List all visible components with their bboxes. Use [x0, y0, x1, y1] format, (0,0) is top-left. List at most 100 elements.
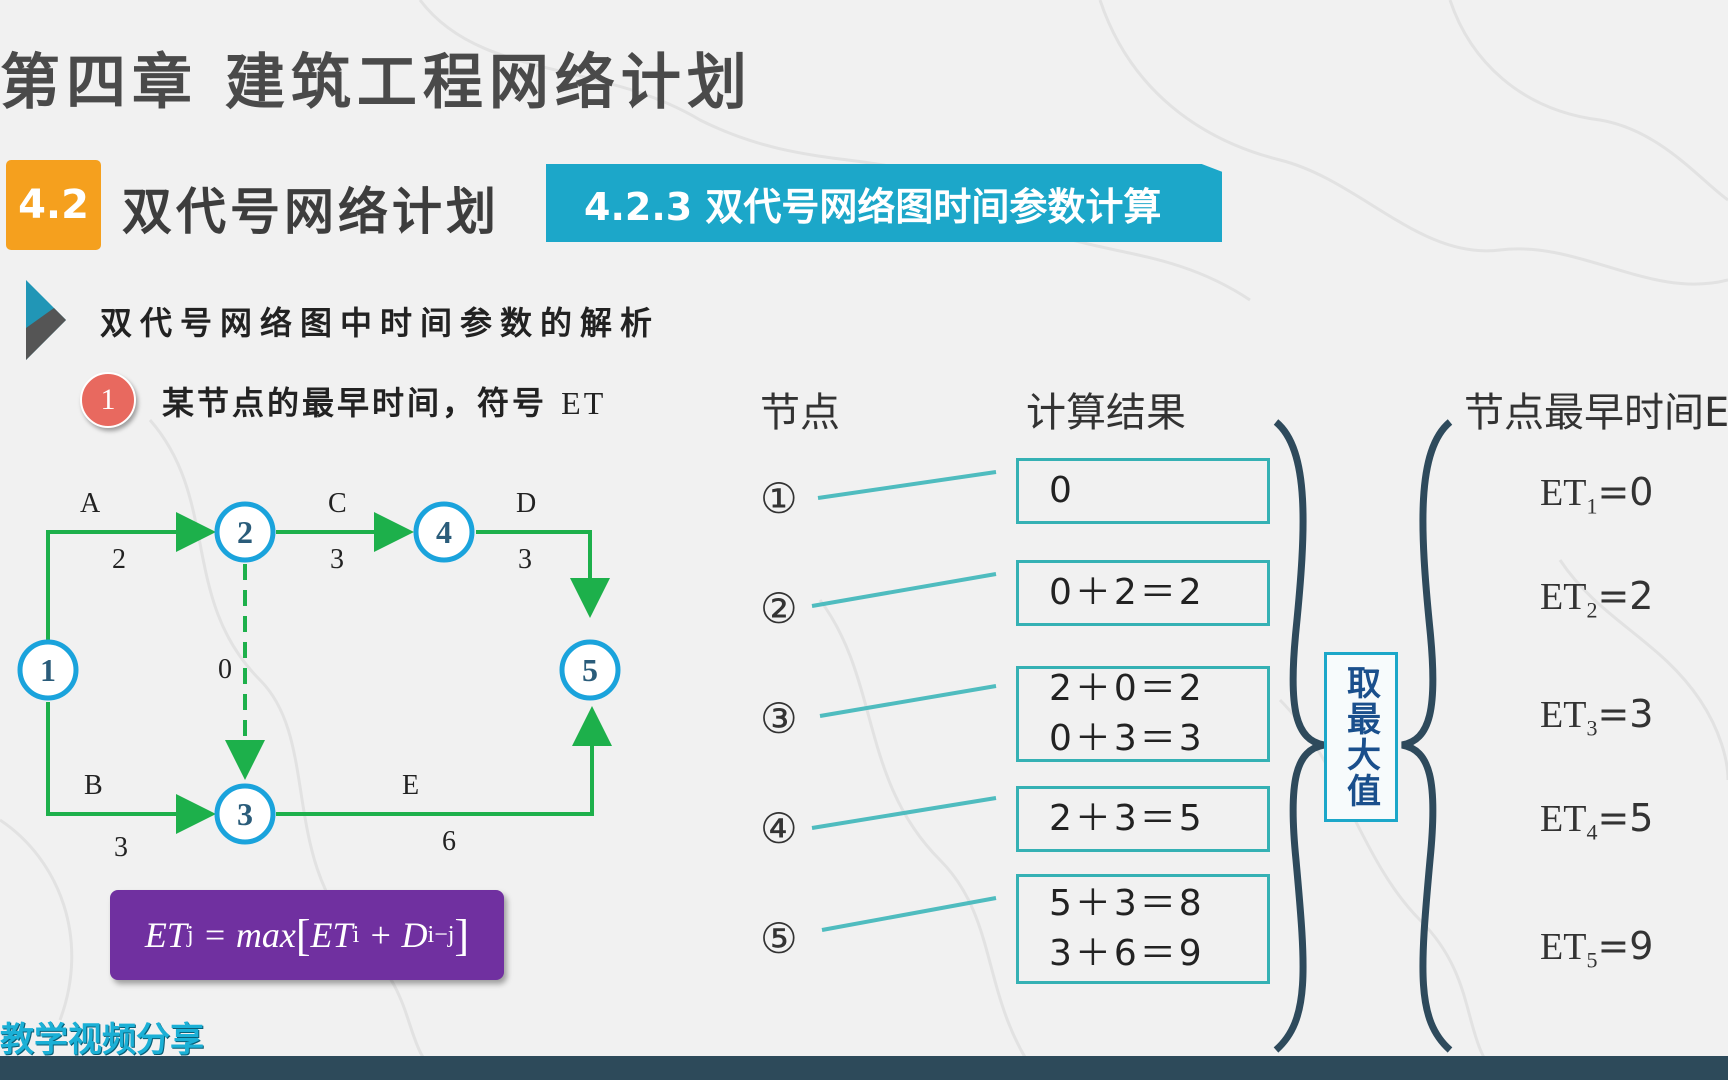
et-sub: 3 — [1586, 715, 1598, 741]
definition-text: 某节点的最早时间，符号 ET — [162, 378, 606, 424]
formula-rhs-sub: i — [352, 921, 360, 948]
formula-d-sub: i−j — [427, 921, 455, 948]
row-node-4: ④ — [760, 804, 798, 853]
arrow-duration-D: 3 — [518, 544, 532, 575]
et-equals: = — [1597, 470, 1630, 514]
arrow-E — [276, 706, 612, 816]
node-1 — [17, 639, 79, 701]
item-number-badge: 1 — [80, 372, 136, 428]
section-number-badge: 4.2 — [6, 160, 101, 250]
node-5 — [559, 639, 621, 701]
node-1-label: 1 — [40, 652, 56, 688]
node-5-label: 5 — [582, 652, 598, 688]
et-value-3: ET3=3 — [1540, 692, 1653, 742]
connector-line-2 — [811, 572, 997, 608]
et-equals: = — [1597, 924, 1630, 968]
header-et: 节点最早时间E — [1464, 390, 1728, 436]
et-number: 0 — [1629, 470, 1654, 514]
node-4-label: 4 — [436, 514, 452, 550]
arrow-label-B: B — [84, 770, 103, 801]
row-node-3: ③ — [760, 694, 798, 743]
result-line: 0＋3＝3 — [1049, 718, 1205, 759]
section-title: 双代号网络计划 — [122, 183, 500, 241]
formula-bracket-open: [ — [295, 910, 311, 960]
arrow-duration-A: 2 — [112, 544, 126, 575]
connector-line-3 — [819, 684, 997, 718]
result-box-2: 0＋2＝2 — [1016, 560, 1270, 626]
row-node-1: ① — [760, 474, 798, 523]
et-value-2: ET2=2 — [1540, 574, 1653, 624]
node-2 — [214, 501, 276, 563]
node-3 — [214, 783, 276, 845]
arrow-duration-C: 3 — [330, 544, 344, 575]
arrow-duration-dummy: 0 — [218, 654, 232, 685]
et-prefix: ET — [1540, 694, 1587, 736]
et-equals: = — [1597, 796, 1630, 840]
subsection-banner: 4.2.3 双代号网络图时间参数计算 — [546, 164, 1222, 242]
et-value-4: ET4=5 — [1540, 796, 1653, 846]
right-brace — [1401, 419, 1453, 1053]
row-node-5: ⑤ — [760, 914, 798, 963]
result-box-1: 0 — [1016, 458, 1270, 524]
et-sub: 1 — [1586, 493, 1598, 519]
formula-eq: = max — [193, 915, 296, 955]
et-sub: 4 — [1586, 819, 1598, 845]
result-line: 0＋2＝2 — [1049, 572, 1205, 613]
take-max-box: 取最大值 — [1324, 652, 1398, 822]
row-node-2: ② — [760, 584, 798, 633]
et-prefix: ET — [1540, 472, 1587, 514]
node-3-label: 3 — [237, 796, 253, 832]
arrow-A — [46, 512, 216, 652]
result-box-4: 2＋3＝5 — [1016, 786, 1270, 852]
header-calc: 计算结果 — [1026, 390, 1186, 436]
arrow-label-A: A — [80, 488, 101, 519]
et-number: 9 — [1629, 924, 1654, 968]
et-sub: 2 — [1586, 597, 1598, 623]
result-box-5: 5＋3＝8 3＋6＝9 — [1016, 874, 1270, 984]
result-line: 2＋0＝2 — [1049, 668, 1205, 709]
et-prefix: ET — [1540, 926, 1587, 968]
et-equals: = — [1597, 574, 1630, 618]
arrow-label-C: C — [328, 488, 347, 519]
chapter-title: 第四章 建筑工程网络计划 — [0, 48, 753, 118]
sub-heading: 双代号网络图中时间参数的解析 — [100, 304, 661, 342]
subsection-banner-text: 4.2.3 双代号网络图时间参数计算 — [584, 184, 1162, 229]
et-number: 3 — [1629, 692, 1654, 736]
result-box-3: 2＋0＝2 0＋3＝3 — [1016, 666, 1270, 762]
header-node: 节点 — [760, 390, 840, 436]
et-prefix: ET — [1540, 576, 1587, 618]
result-line: 0 — [1049, 470, 1075, 511]
et-value-5: ET5=9 — [1540, 924, 1653, 974]
result-line: 2＋3＝5 — [1049, 798, 1205, 839]
formula-plus: + D — [359, 915, 428, 955]
definition-symbol: ET — [561, 385, 607, 421]
watermark-text: 教学视频分享 — [0, 1020, 204, 1060]
et-sub: 5 — [1586, 947, 1598, 973]
play-triangle-icon — [26, 280, 66, 360]
et-prefix: ET — [1540, 798, 1587, 840]
arrow-label-D: D — [516, 488, 536, 519]
node-2-label: 2 — [237, 514, 253, 550]
et-equals: = — [1597, 692, 1630, 736]
arrow-duration-B: 3 — [114, 832, 128, 863]
et-number: 2 — [1629, 574, 1654, 618]
definition-label: 某节点的最早时间，符号 — [162, 384, 548, 422]
result-line: 5＋3＝8 — [1049, 883, 1205, 924]
arrow-label-E: E — [402, 770, 419, 801]
et-value-1: ET1=0 — [1540, 470, 1653, 520]
node-4 — [413, 501, 475, 563]
connector-line-4 — [811, 796, 997, 830]
connector-line-5 — [821, 896, 997, 932]
formula-rhs: ET — [310, 915, 353, 955]
arrow-B — [46, 702, 216, 834]
bottom-bar — [0, 1056, 1728, 1080]
network-diagram: A 2 C 3 D 3 B 3 E 6 0 1 2 3 4 5 — [17, 488, 621, 863]
formula-lhs: ET — [144, 915, 187, 955]
left-brace — [1273, 419, 1325, 1053]
arrow-duration-E: 6 — [442, 826, 456, 857]
take-max-label: 取最大值 — [1340, 665, 1381, 809]
connector-line-1 — [817, 470, 997, 500]
formula-lhs-sub: j — [186, 921, 194, 948]
et-number: 5 — [1629, 796, 1654, 840]
